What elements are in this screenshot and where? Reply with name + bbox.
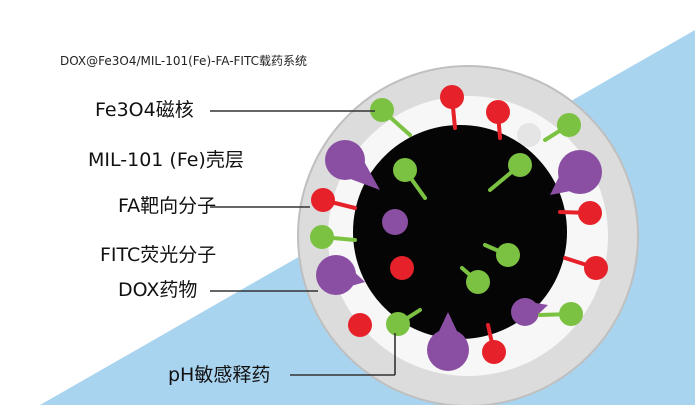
- shell-pore: [517, 123, 541, 147]
- fitc-molecule-3: [508, 153, 532, 177]
- dox-molecule-1: [325, 140, 365, 180]
- fitc-molecule-7: [466, 270, 490, 294]
- fitc-molecule-2: [557, 113, 581, 137]
- leader-lines: [210, 110, 396, 376]
- fa-molecule-6: [390, 256, 414, 280]
- label-fitc: FITC荧光分子: [100, 244, 217, 266]
- diagram-title: DOX@Fe3O4/MIL-101(Fe)-FA-FITC载药系统: [60, 54, 307, 68]
- fa-molecule-8: [348, 313, 372, 337]
- dox-molecule-4: [427, 329, 469, 371]
- fa-molecule-4: [584, 256, 608, 280]
- fa-molecule-1: [440, 85, 464, 109]
- fa-molecule-5: [311, 188, 335, 212]
- dox-molecule-3: [316, 255, 356, 295]
- fitc-molecule-8: [559, 302, 583, 326]
- fa-molecule-2: [486, 100, 510, 124]
- dox-molecule-5: [382, 209, 408, 235]
- label-fa: FA靶向分子: [118, 195, 217, 217]
- fitc-molecule-5: [310, 225, 334, 249]
- label-dox: DOX药物: [118, 279, 198, 301]
- dox-molecule-6: [511, 298, 539, 326]
- label-shell: MIL-101 (Fe)壳层: [88, 149, 244, 171]
- fitc-molecule-4: [393, 158, 417, 182]
- fitc-molecule-9: [386, 312, 410, 336]
- fitc-molecule-6: [496, 243, 520, 267]
- molecule-layer: [310, 85, 608, 371]
- label-ph: pH敏感释药: [168, 364, 271, 386]
- dox-molecule-2: [558, 150, 602, 194]
- fa-molecule-3: [578, 201, 602, 225]
- label-core: Fe3O4磁核: [95, 99, 194, 121]
- fitc-molecule-1: [370, 98, 394, 122]
- fa-molecule-7: [482, 340, 506, 364]
